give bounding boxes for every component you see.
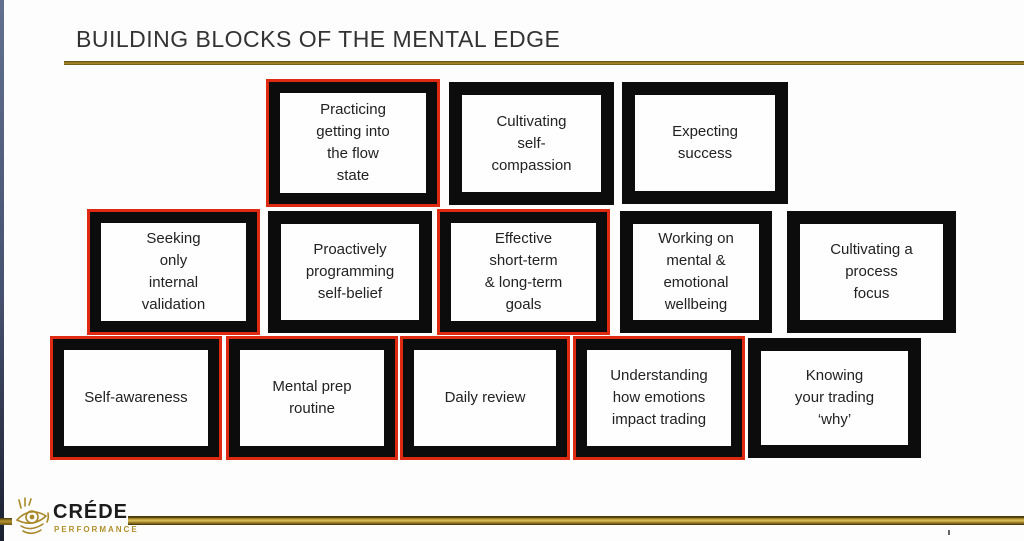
block-label: Mental prep routine [240,350,384,446]
block-effective-goals: Effective short-term & long-term goals [437,209,610,335]
eye-icon [13,496,51,541]
block-label: Self-awareness [64,350,208,446]
block-label: Expecting success [635,95,775,191]
block-mental-prep-routine: Mental prep routine [226,336,398,460]
block-expecting-success: Expecting success [622,82,788,204]
block-label: Cultivating a process focus [800,224,943,320]
slide-title: BUILDING BLOCKS OF THE MENTAL EDGE [76,26,561,52]
block-label: Knowing your trading ‘why’ [761,351,908,445]
block-cultivating-self-compassion: Cultivating self- compassion [449,82,614,205]
block-seeking-internal-validation: Seeking only internal validation [87,209,260,335]
block-label: Practicing getting into the flow state [280,93,426,193]
footer-gold-bar [128,516,1024,525]
block-working-on-wellbeing: Working on mental & emotional wellbeing [620,211,772,333]
footer-gold-stub [0,518,12,525]
block-cultivating-process-focus: Cultivating a process focus [787,211,956,333]
block-knowing-trading-why: Knowing your trading ‘why’ [748,338,921,458]
block-label: Cultivating self- compassion [462,95,601,192]
block-label: Proactively programming self-belief [281,224,419,320]
title-divider [64,61,1024,65]
block-label: Working on mental & emotional wellbeing [633,224,759,320]
left-edge-strip [0,0,4,541]
block-proactively-programming-self-belief: Proactively programming self-belief [268,211,432,333]
block-practicing-flow-state: Practicing getting into the flow state [266,79,440,207]
block-understanding-emotions: Understanding how emotions impact tradin… [573,336,745,460]
block-label: Seeking only internal validation [101,223,246,321]
cursor-mark [948,530,950,535]
block-daily-review: Daily review [400,336,570,460]
logo-name: CRÉDE [53,501,129,523]
block-self-awareness: Self-awareness [50,336,222,460]
block-label: Understanding how emotions impact tradin… [587,350,731,446]
logo-subtitle: PERFORMANCE [54,525,139,534]
block-label: Daily review [414,350,556,446]
block-label: Effective short-term & long-term goals [451,223,596,321]
